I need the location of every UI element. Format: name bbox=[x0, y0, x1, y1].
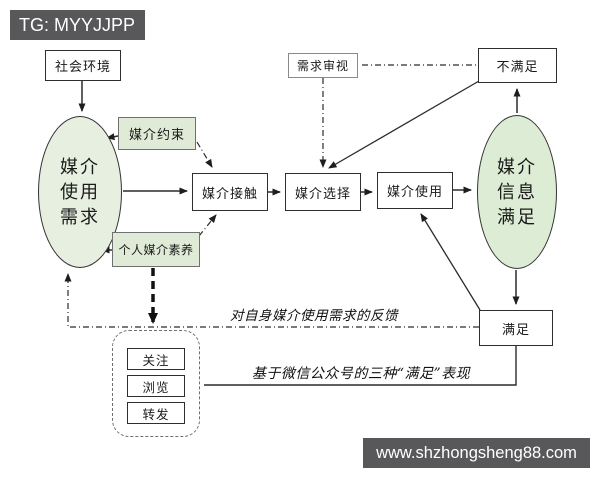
node-media-info-satisfaction: 媒介 信息 满足 bbox=[477, 115, 557, 269]
node-media-info-satisfaction-line2: 信息 bbox=[497, 181, 537, 203]
node-media-info-satisfaction-line1: 媒介 bbox=[497, 156, 537, 178]
node-follow: 关注 bbox=[127, 348, 185, 370]
node-personal-media-literacy-label: 个人媒介素养 bbox=[118, 243, 194, 257]
node-social-environment: 社会环境 bbox=[45, 50, 121, 81]
watermark-tag: TG: MYYJJPP bbox=[10, 10, 145, 40]
node-not-satisfied: 不满足 bbox=[478, 48, 557, 83]
edge-satisfied-to-behaviors bbox=[204, 346, 517, 386]
node-media-use-need-line1: 媒介 bbox=[60, 156, 100, 178]
watermark-tag-label: TG: MYYJJPP bbox=[19, 14, 136, 35]
node-media-constraint: 媒介约束 bbox=[118, 117, 196, 150]
node-media-info-satisfaction-line3: 满足 bbox=[497, 206, 537, 228]
node-follow-label: 关注 bbox=[142, 352, 170, 368]
annotation-satisfaction-forms: 基于微信公众号的三种“满足”表现 bbox=[251, 366, 471, 382]
watermark-site: www.shzhongsheng88.com bbox=[363, 438, 590, 468]
node-repost: 转发 bbox=[127, 402, 185, 424]
node-satisfied: 满足 bbox=[479, 310, 553, 346]
edge-satisfied-to-use bbox=[420, 213, 481, 311]
node-media-contact: 媒介接触 bbox=[192, 173, 268, 211]
node-media-selection-label: 媒介选择 bbox=[294, 186, 351, 202]
node-media-use-need-line2: 使用 bbox=[60, 181, 100, 203]
node-social-environment-label: 社会环境 bbox=[54, 60, 111, 75]
node-need-review: 需求审视 bbox=[288, 53, 358, 78]
behaviors-group bbox=[112, 330, 200, 437]
node-media-contact-label: 媒介接触 bbox=[201, 186, 258, 202]
watermark-site-label: www.shzhongsheng88.com bbox=[376, 443, 577, 462]
node-repost-label: 转发 bbox=[142, 406, 170, 422]
node-browse-label: 浏览 bbox=[142, 379, 170, 395]
node-media-constraint-label: 媒介约束 bbox=[128, 128, 185, 143]
edge-notsatisfied-to-selection bbox=[328, 80, 480, 169]
node-media-use-need-line3: 需求 bbox=[60, 206, 100, 228]
edge-constraint-to-contact bbox=[196, 141, 213, 168]
node-need-review-label: 需求审视 bbox=[296, 59, 349, 73]
annotation-feedback: 对自身媒介使用需求的反馈 bbox=[230, 308, 398, 324]
node-media-use-label: 媒介使用 bbox=[386, 185, 443, 200]
node-satisfied-label: 满足 bbox=[501, 322, 530, 338]
node-media-use-need: 媒介 使用 需求 bbox=[38, 116, 122, 268]
node-browse: 浏览 bbox=[127, 375, 185, 397]
edge-literacy-to-contact bbox=[198, 214, 217, 237]
node-not-satisfied-label: 不满足 bbox=[496, 60, 539, 75]
edge-satisfied-feedback-to-need bbox=[64, 273, 479, 328]
node-media-use: 媒介使用 bbox=[377, 172, 453, 209]
node-media-selection: 媒介选择 bbox=[285, 173, 361, 211]
node-personal-media-literacy: 个人媒介素养 bbox=[112, 232, 200, 267]
